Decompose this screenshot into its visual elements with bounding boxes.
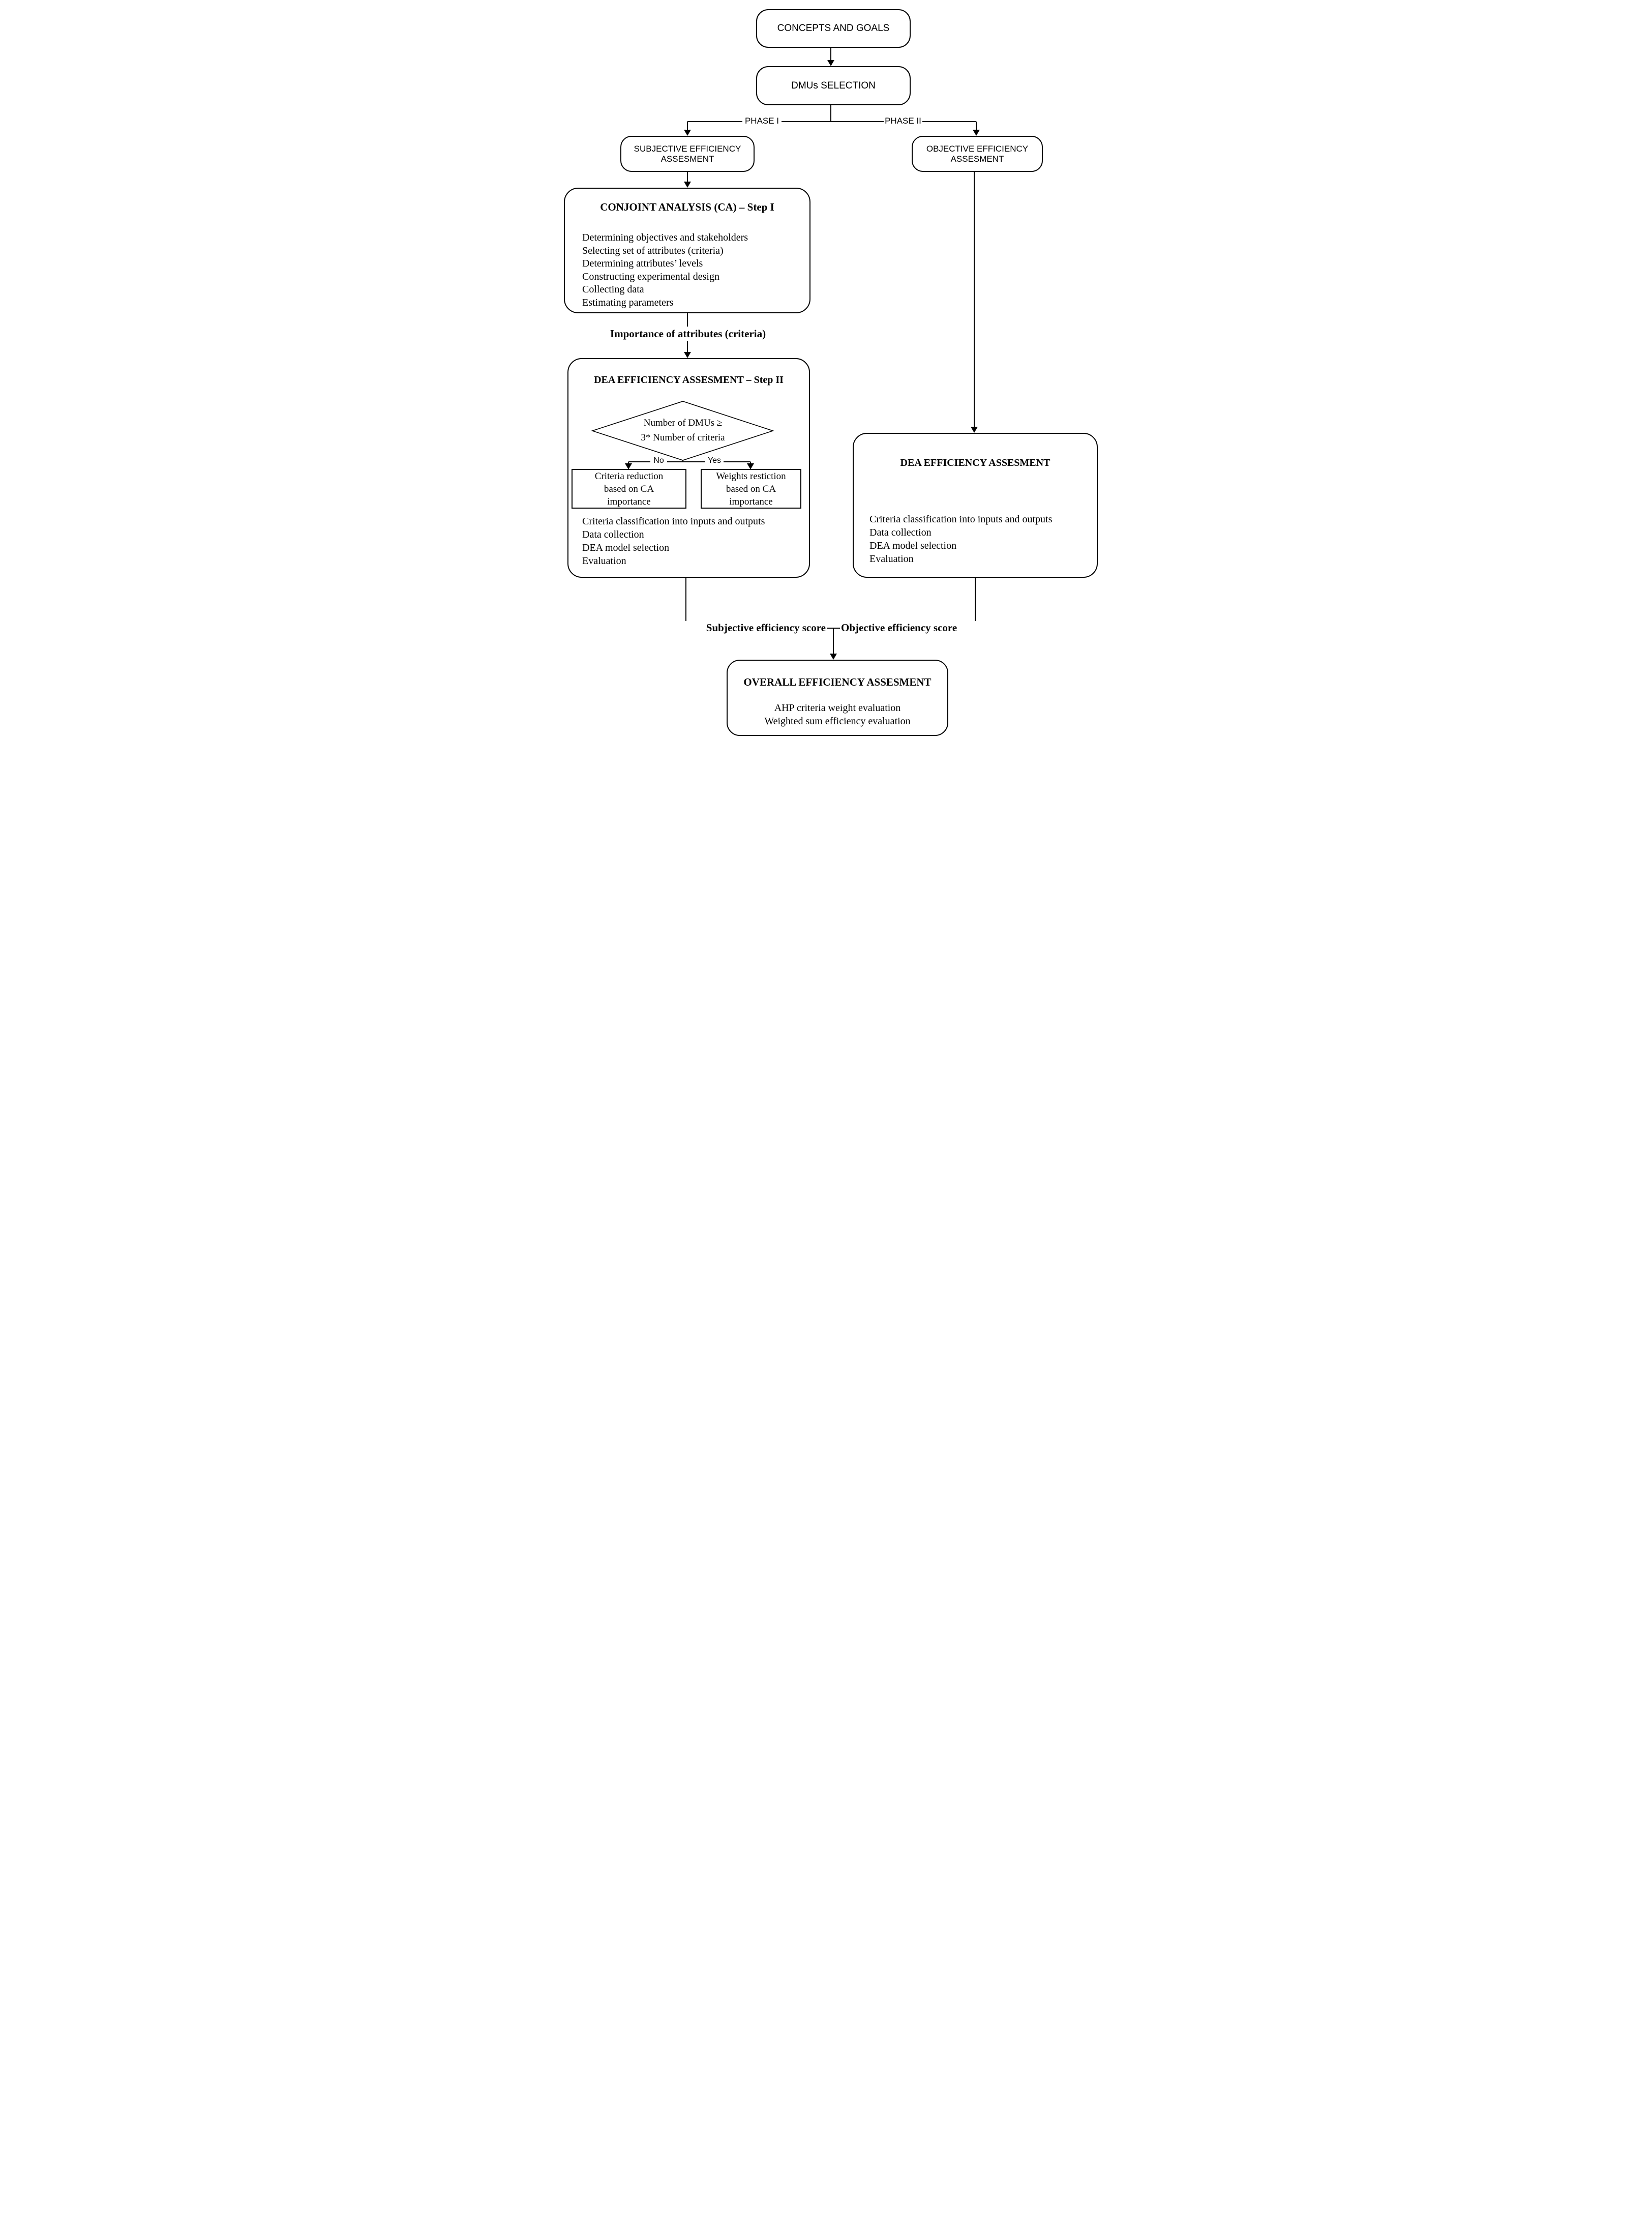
list-item: Estimating parameters [582,297,674,308]
dea-step2-node: DEA EFFICIENCY ASSESMENT – Step II Crite… [567,358,810,578]
weights-restriction-line: Weights restiction [716,470,786,482]
list-item: Evaluation [869,553,914,565]
objective-assessment-node: OBJECTIVE EFFICIENCY ASSESMENT [912,136,1043,172]
decision-line2: 3* Number of criteria [641,432,725,443]
importance-label: Importance of attributes (criteria) [610,328,766,340]
criteria-reduction-line: importance [607,496,651,507]
list-item: Data collection [869,527,932,538]
dmus-selection-label: DMUs SELECTION [791,80,876,91]
list-item: Data collection [582,529,644,540]
decision-diamond-label: Number of DMUs ≥ 3* Number of criteria [594,416,772,445]
overall-list: AHP criteria weight evaluation Weighted … [728,701,947,728]
subjective-assessment-label: SUBJECTIVE EFFICIENCY ASSESMENT [634,143,741,164]
criteria-reduction-line: based on CA [604,483,654,494]
weights-restriction-line: based on CA [726,483,776,494]
objective-assessment-label: OBJECTIVE EFFICIENCY ASSESMENT [926,143,1029,164]
yes-branch-label: Yes [707,456,722,465]
arrowhead-down-icon [827,60,834,66]
objective-dea-node: DEA EFFICIENCY ASSESMENT Criteria classi… [853,433,1098,578]
list-item: Collecting data [582,284,644,295]
list-item: AHP criteria weight evaluation [774,702,901,714]
list-item: Criteria classification into inputs and … [582,516,765,527]
no-branch-label: No [653,456,664,465]
overall-assessment-node: OVERALL EFFICIENCY ASSESMENT AHP criteri… [727,660,948,736]
list-item: Criteria classification into inputs and … [869,514,1053,525]
conjoint-step-list: Determining objectives and stakeholders … [582,231,748,309]
list-item: Weighted sum efficiency evaluation [764,716,911,727]
criteria-reduction-line: Criteria reduction [594,470,664,482]
arrowhead-down-icon [684,130,691,136]
dea-step2-title: DEA EFFICIENCY ASSESMENT – Step II [594,374,784,386]
phase1-label: PHASE I [744,116,779,126]
list-item: Selecting set of attributes (criteria) [582,245,724,256]
concepts-goals-node: CONCEPTS AND GOALS [756,9,911,48]
objective-dea-list: Criteria classification into inputs and … [869,513,1052,566]
list-item: Determining attributes’ levels [582,258,703,269]
conjoint-analysis-node: CONJOINT ANALYSIS (CA) – Step I Determin… [564,188,810,313]
arrowhead-down-icon [971,427,978,433]
arrowhead-down-icon [684,352,691,358]
decision-line1: Number of DMUs ≥ [643,418,723,428]
objective-score-label: Objective efficiency score [841,622,957,634]
weights-restriction-line: importance [729,496,773,507]
conjoint-title: CONJOINT ANALYSIS (CA) – Step I [600,201,774,213]
subjective-assessment-node: SUBJECTIVE EFFICIENCY ASSESMENT [620,136,755,172]
flowchart-canvas: CONCEPTS AND GOALS DMUs SELECTION PHASE … [551,0,1101,738]
objective-dea-title: DEA EFFICIENCY ASSESMENT [900,457,1050,468]
list-item: Constructing experimental design [582,271,719,282]
dmus-selection-node: DMUs SELECTION [756,66,911,105]
list-item: DEA model selection [582,542,670,553]
concepts-goals-label: CONCEPTS AND GOALS [777,23,890,34]
criteria-reduction-node: Criteria reduction based on CA importanc… [572,469,686,509]
list-item: Determining objectives and stakeholders [582,232,748,243]
overall-title: OVERALL EFFICIENCY ASSESMENT [743,676,932,688]
arrowhead-down-icon [684,182,691,188]
list-item: Evaluation [582,555,626,567]
dea-step2-list: Criteria classification into inputs and … [582,515,765,568]
arrowhead-down-icon [830,654,837,660]
list-item: DEA model selection [869,540,957,551]
weights-restriction-node: Weights restiction based on CA importanc… [701,469,801,509]
arrowhead-down-icon [973,130,980,136]
subjective-score-label: Subjective efficiency score [706,622,826,634]
phase2-label: PHASE II [885,116,921,126]
